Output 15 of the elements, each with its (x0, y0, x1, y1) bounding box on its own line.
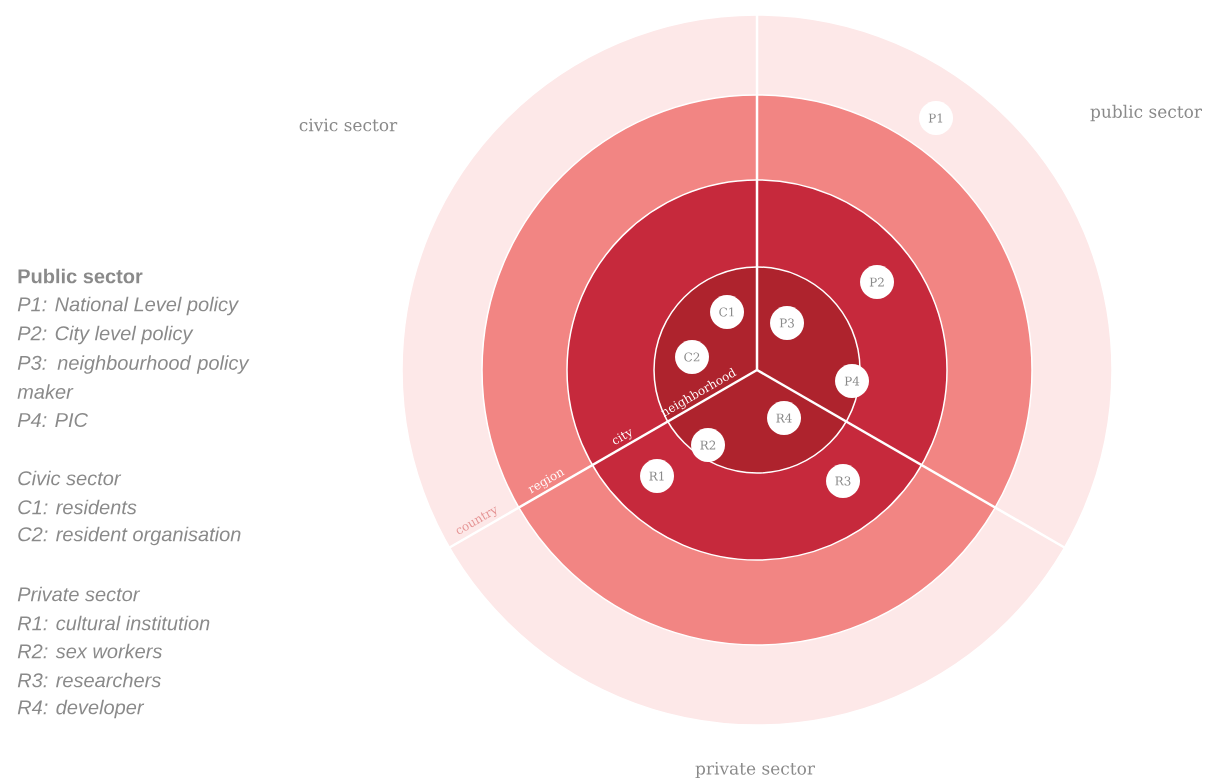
legend-text: Private sector (17, 586, 141, 602)
legend-text: P1: National Level policy (17, 296, 240, 316)
legend-text: C2: resident organisation (18, 526, 241, 546)
legend-text: Civic sector (18, 470, 122, 486)
legend-heading: Public sector (18, 268, 143, 284)
legend-text: P2: City level policy (17, 325, 194, 345)
legend-text: P3: neighbourhood policy maker (17, 355, 250, 399)
legend-text: R2: sex workers (17, 643, 162, 659)
legend-text: R3: researchers (17, 672, 161, 688)
sector-label: civic sector (299, 118, 398, 132)
legend-text: R4: developer (17, 699, 145, 719)
legend-text: C1: residents (18, 499, 137, 515)
legend-text: P4: PIC (17, 412, 89, 428)
legend-text: R1: cultural institution (17, 615, 210, 631)
sector-label: private sector (695, 762, 815, 779)
